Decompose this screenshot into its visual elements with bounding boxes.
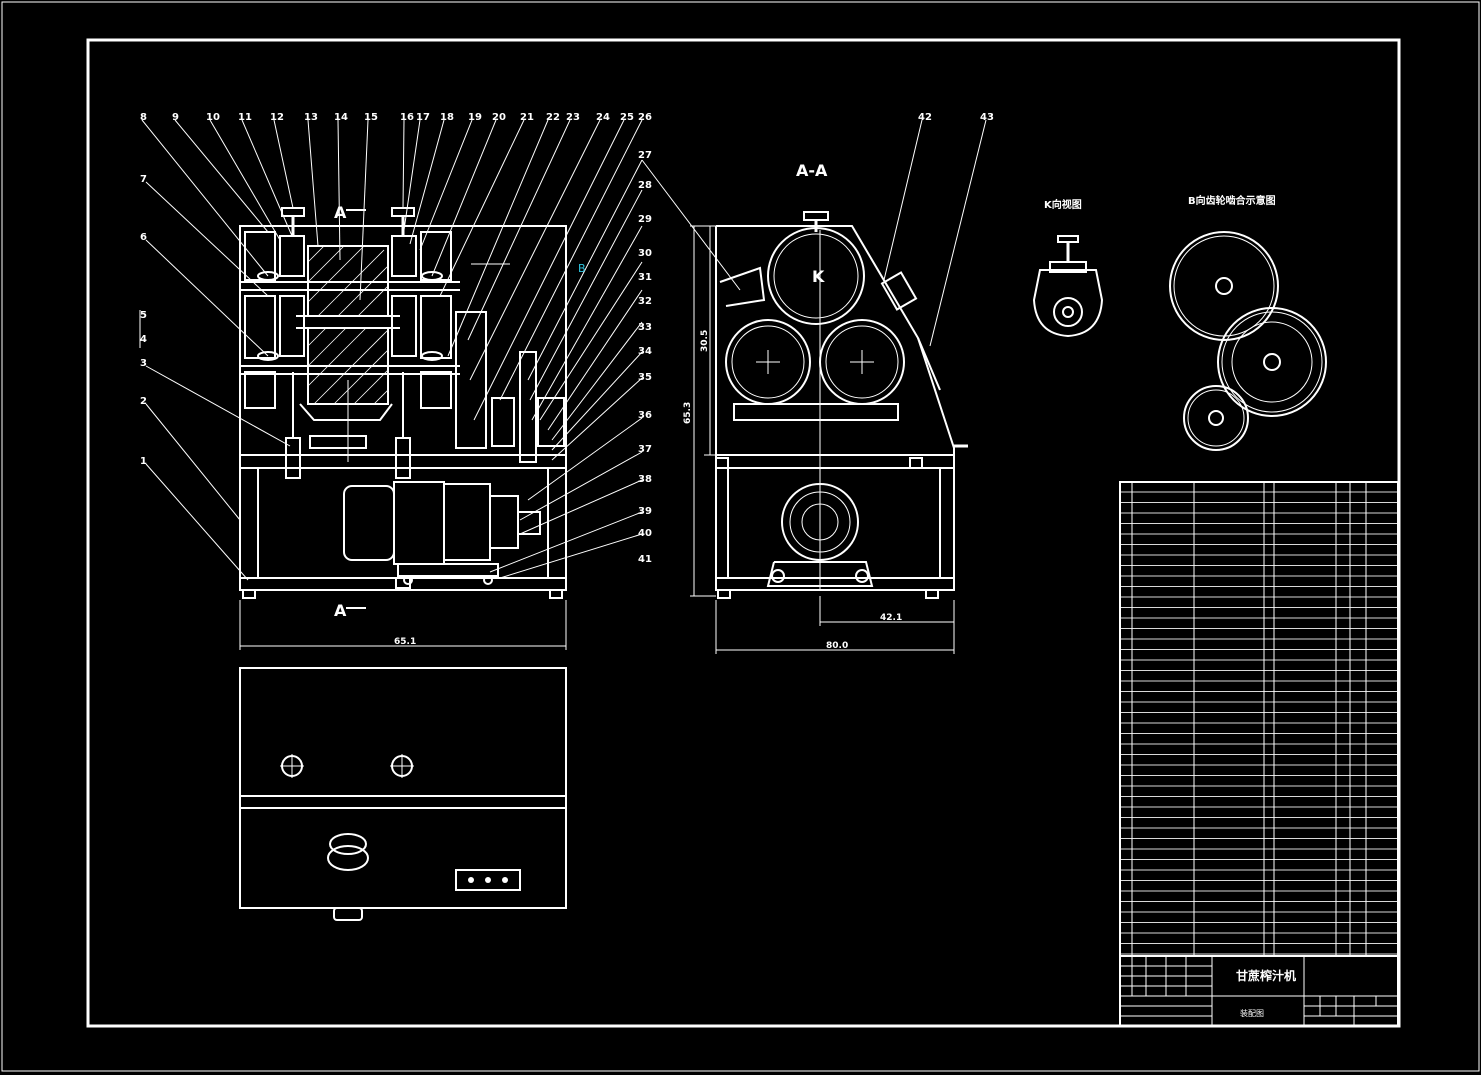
part-label: 10: [206, 112, 220, 123]
part-label: 28: [638, 180, 652, 191]
part-label: 24: [596, 112, 610, 123]
part-label: 22: [546, 112, 560, 123]
svg-text:80.0: 80.0: [826, 641, 848, 651]
part-label: 38: [638, 474, 652, 485]
section-marker-top: A: [334, 203, 347, 222]
part-label: 42: [918, 112, 932, 123]
drawing-subtitle: 装配图: [1240, 1008, 1264, 1018]
part-label: 16: [400, 112, 414, 123]
part-label: 34: [638, 346, 652, 357]
part-label: 8: [140, 112, 147, 123]
part-label: 30: [638, 248, 652, 259]
part-label: 37: [638, 444, 652, 455]
part-label: 14: [334, 112, 348, 123]
side-section-view: [715, 211, 968, 599]
top-view: [239, 667, 567, 921]
front-view: [239, 207, 567, 599]
part-label: 29: [638, 214, 652, 225]
part-label: 43: [980, 112, 994, 123]
svg-text:42.1: 42.1: [880, 613, 902, 623]
drawing-title: 甘蔗榨汁机: [1236, 968, 1296, 983]
part-label: 11: [238, 112, 252, 123]
section-label: A-A: [796, 161, 828, 180]
part-label: 40: [638, 528, 652, 539]
part-label: 7: [140, 174, 147, 185]
part-label: 9: [172, 112, 179, 123]
part-label: 17: [416, 112, 430, 123]
b-view-title: B向齿轮啮合示意图: [1188, 194, 1276, 207]
svg-text:30.5: 30.5: [700, 330, 710, 352]
part-label: 26: [638, 112, 652, 123]
section-marker-bottom: A: [334, 601, 347, 620]
part-label: 15: [364, 112, 378, 123]
part-label: 2: [140, 396, 147, 407]
part-label: 6: [140, 232, 147, 243]
part-label: 20: [492, 112, 506, 123]
part-label: 5: [140, 310, 147, 321]
part-label: 12: [270, 112, 284, 123]
b-view-gears: [1169, 231, 1327, 451]
parts-list-table: [1119, 481, 1399, 957]
svg-text:65.3: 65.3: [683, 402, 693, 424]
part-label: 32: [638, 296, 652, 307]
part-label: 31: [638, 272, 652, 283]
part-label: 39: [638, 506, 652, 517]
part-label: 21: [520, 112, 534, 123]
part-label: 35: [638, 372, 652, 383]
part-label: 19: [468, 112, 482, 123]
part-label: 36: [638, 410, 652, 421]
k-view-title: K向视图: [1044, 198, 1082, 211]
drawing-frame: [86, 38, 1401, 1028]
side-dimensions: 65.3 30.5 80.0 42.1 42 43: [641, 112, 994, 654]
part-label: 33: [638, 322, 652, 333]
part-label: 13: [304, 112, 318, 123]
view-marker-k: K: [812, 267, 825, 286]
k-view: [1032, 235, 1104, 338]
view-marker-b: B: [578, 262, 586, 275]
part-label: 27: [638, 150, 652, 161]
svg-text:65.1: 65.1: [394, 637, 416, 647]
title-block: 甘蔗榨汁机 装配图: [1119, 955, 1399, 1027]
part-label: 3: [140, 358, 147, 369]
part-label: 1: [140, 456, 147, 467]
part-label: 25: [620, 112, 634, 123]
part-label: 41: [638, 554, 652, 565]
dimension-front-width: 65.1: [239, 600, 567, 650]
part-label: 18: [440, 112, 454, 123]
part-label: 23: [566, 112, 580, 123]
part-label: 4: [140, 334, 147, 345]
